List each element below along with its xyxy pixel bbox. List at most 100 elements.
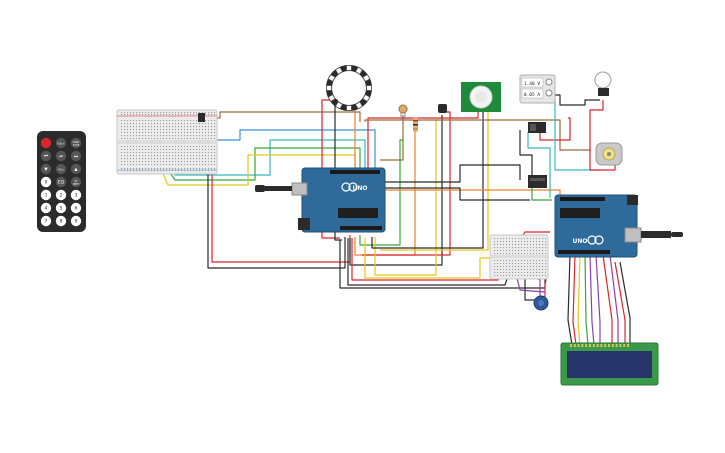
breadboard-hole <box>178 135 180 137</box>
breadboard-hole <box>160 132 162 134</box>
breadboard-hole <box>509 260 511 262</box>
breadboard-hole <box>187 155 189 157</box>
breadboard-hole <box>214 152 216 154</box>
dc-motor <box>595 142 623 166</box>
breadboard-hole <box>187 132 189 134</box>
breadboard-hole <box>163 146 165 148</box>
breadboard-hole <box>503 253 505 255</box>
breadboard-hole <box>127 152 129 154</box>
breadboard-hole <box>148 161 150 163</box>
breadboard-hole <box>208 123 210 125</box>
breadboard-hole <box>187 120 189 122</box>
breadboard-hole <box>500 244 502 246</box>
breadboard-hole <box>175 168 177 170</box>
breadboard-hole <box>512 266 514 268</box>
breadboard-hole <box>184 132 186 134</box>
potentiometer <box>533 295 549 311</box>
breadboard-hole <box>136 146 138 148</box>
breadboard-hole <box>187 149 189 151</box>
breadboard-hole <box>169 123 171 125</box>
breadboard-hole <box>157 161 159 163</box>
breadboard-hole <box>530 272 532 274</box>
breadboard-hole <box>136 138 138 140</box>
breadboard-hole <box>121 135 123 137</box>
remote-button-label: 5 <box>60 206 63 212</box>
breadboard-hole <box>151 132 153 134</box>
breadboard-hole <box>139 114 141 116</box>
breadboard-hole <box>524 238 526 240</box>
breadboard-hole <box>530 260 532 262</box>
breadboard-hole <box>178 138 180 140</box>
breadboard-hole <box>142 132 144 134</box>
ring-led <box>366 85 372 91</box>
breadboard-hole <box>139 161 141 163</box>
breadboard-hole <box>199 170 201 172</box>
breadboard-hole <box>148 132 150 134</box>
breadboard-hole <box>169 161 171 163</box>
ring-led <box>355 101 363 109</box>
breadboard-hole <box>133 126 135 128</box>
breadboard-hole <box>539 272 541 274</box>
breadboard-hole <box>130 149 132 151</box>
breadboard-hole <box>163 170 165 172</box>
breadboard-hole <box>169 168 171 170</box>
breadboard-hole <box>509 269 511 271</box>
breadboard-hole <box>124 152 126 154</box>
breadboard-hole <box>524 266 526 268</box>
breadboard-hole <box>130 155 132 157</box>
breadboard-hole <box>166 164 168 166</box>
breadboard-hole <box>196 129 198 131</box>
breadboard-hole <box>497 244 499 246</box>
breadboard-hole <box>530 263 532 265</box>
breadboard-hole <box>193 149 195 151</box>
breadboard-hole <box>539 250 541 252</box>
remote-button <box>70 176 82 188</box>
multimeter: 1.40 V 0.05 A <box>519 74 556 104</box>
breadboard-hole <box>139 120 141 122</box>
breadboard-hole <box>193 161 195 163</box>
remote-button <box>40 150 52 162</box>
breadboard-hole <box>497 266 499 268</box>
breadboard-hole <box>181 170 183 172</box>
breadboard-hole <box>157 155 159 157</box>
breadboard-hole <box>202 123 204 125</box>
breadboard-hole <box>545 238 547 240</box>
breadboard-hole <box>524 244 526 246</box>
breadboard-hole <box>154 164 156 166</box>
remote-button-label: FUNC <box>73 141 80 144</box>
breadboard-hole <box>497 253 499 255</box>
remote-button <box>55 176 67 188</box>
breadboard-hole <box>214 112 216 114</box>
breadboard-hole <box>515 260 517 262</box>
remote-button-label: 4 <box>45 206 48 212</box>
breadboard-hole <box>512 260 514 262</box>
breadboard-hole <box>190 155 192 157</box>
breadboard-hole <box>533 266 535 268</box>
breadboard-hole <box>208 114 210 116</box>
breadboard-hole <box>208 152 210 154</box>
breadboard-hole <box>545 253 547 255</box>
breadboard-hole <box>193 152 195 154</box>
breadboard-hole <box>133 132 135 134</box>
breadboard-hole <box>148 164 150 166</box>
breadboard-hole <box>166 114 168 116</box>
breadboard-hole <box>178 126 180 128</box>
breadboard-hole <box>142 123 144 125</box>
breadboard-hole <box>172 129 174 131</box>
breadboard-hole <box>545 260 547 262</box>
breadboard-hole <box>157 168 159 170</box>
breadboard-hole <box>160 149 162 151</box>
breadboard-hole <box>133 168 135 170</box>
breadboard-hole <box>214 114 216 116</box>
breadboard-hole <box>503 263 505 265</box>
breadboard-hole <box>157 114 159 116</box>
breadboard-hole <box>208 138 210 140</box>
breadboard-hole <box>130 170 132 172</box>
breadboard-hole <box>214 170 216 172</box>
breadboard-hole <box>172 120 174 122</box>
breadboard-hole <box>494 260 496 262</box>
breadboard-hole <box>509 247 511 249</box>
breadboard-hole <box>542 260 544 262</box>
lcd-pin <box>615 344 618 347</box>
